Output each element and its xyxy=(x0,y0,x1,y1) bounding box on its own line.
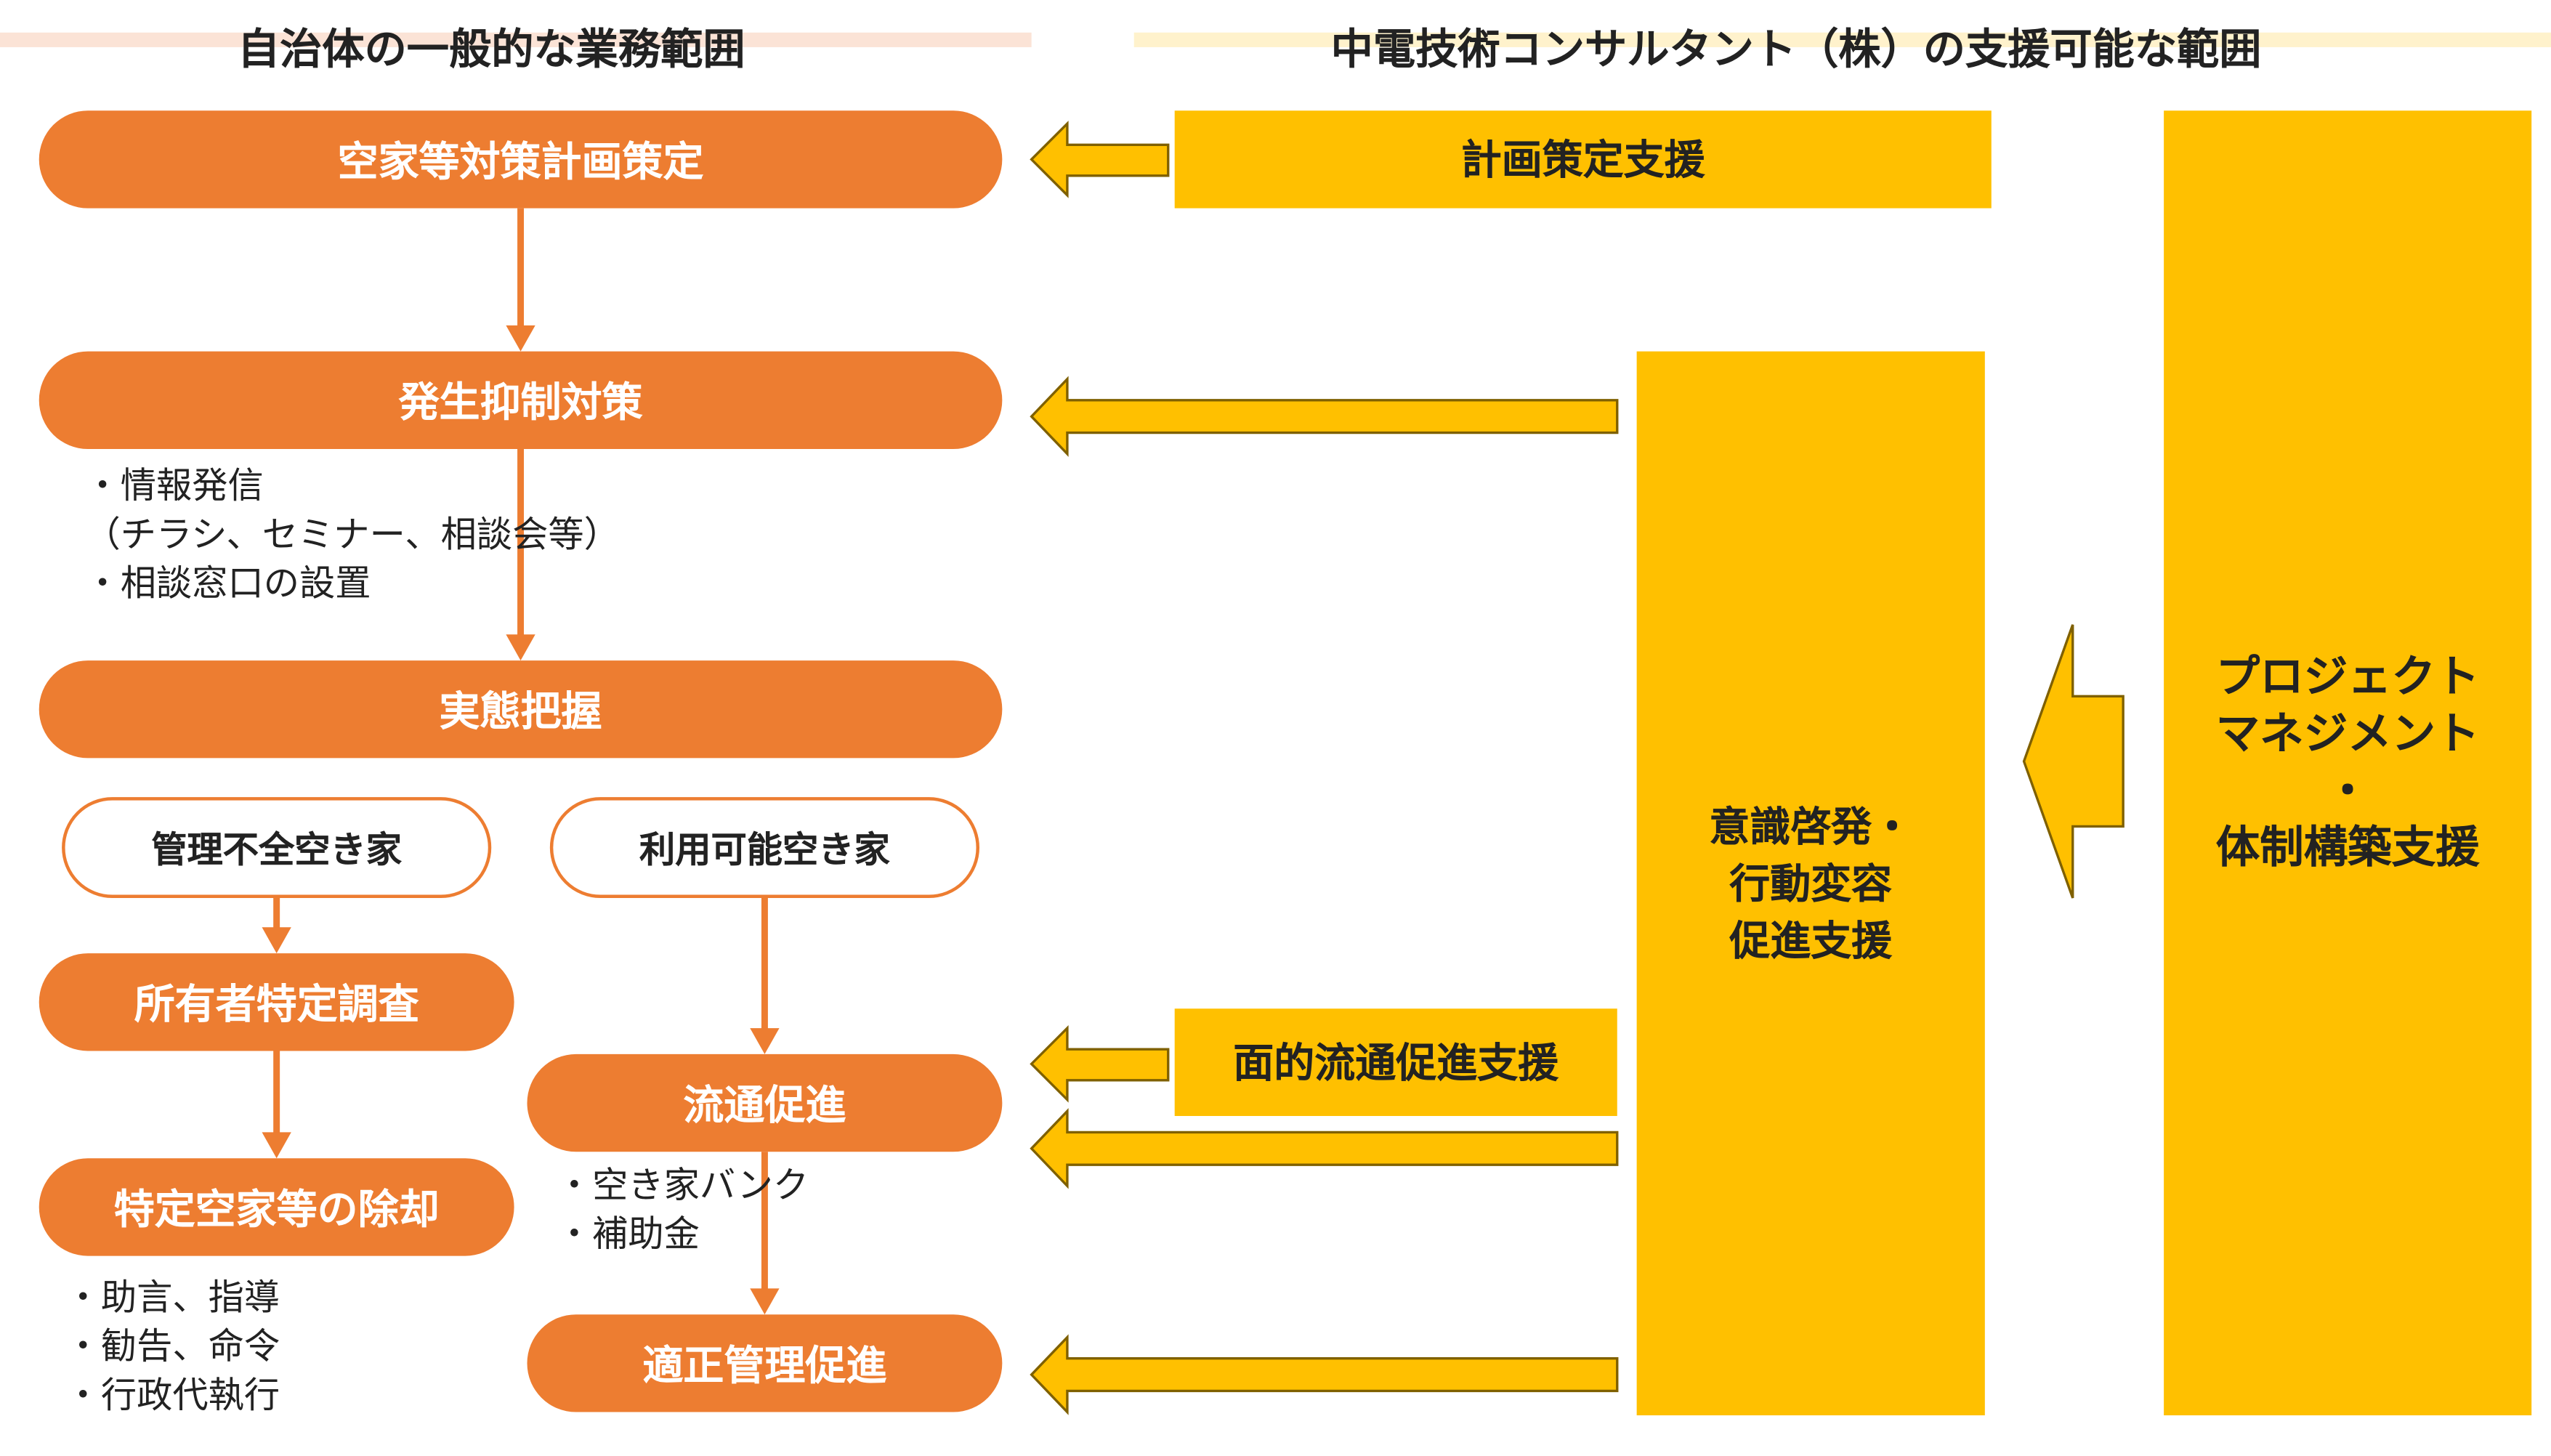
box-owner-id: 所有者特定調査 xyxy=(39,953,514,1051)
box-circulation: 流通促進 xyxy=(527,1053,1003,1152)
box-prevention: 発生抑制対策 xyxy=(39,351,1003,449)
box-branch-left: 管理不全空き家 xyxy=(62,797,492,898)
flow-arrow-prevention-to-survey xyxy=(506,448,535,661)
flow-arrow-plan-to-prevention xyxy=(506,208,535,352)
flow-arrow-owner-id-to-removal xyxy=(262,1051,291,1159)
header-right-title: 中電技術コンサルタント（株）の支援可能な範囲 xyxy=(1330,25,2262,75)
flow-arrow-to-circulation xyxy=(750,897,780,1054)
circulation-notes: ・空き家バンク ・補助金 xyxy=(557,1163,809,1261)
prevention-note-1: ・情報発信 xyxy=(84,466,264,508)
box-plan-support: 計画策定支援 xyxy=(1174,110,1992,209)
pm-line-2: マネジメント xyxy=(2215,709,2480,760)
circulation-note-1: ・空き家バンク xyxy=(556,1166,809,1208)
header-left-title: 自治体の一般的な業務範囲 xyxy=(237,25,745,75)
pm-line-1: プロジェクト xyxy=(2215,652,2480,703)
box-survey: 実態把握 xyxy=(39,660,1003,759)
flow-arrow-to-owner-id xyxy=(262,897,291,954)
removal-notes: ・助言、指導 ・勧告、命令 ・行政代執行 xyxy=(65,1275,280,1422)
header-right-bar xyxy=(1133,32,2551,47)
flow-arrow-circulation-to-management xyxy=(750,1152,780,1315)
header-left-bar xyxy=(0,32,1032,47)
box-removal: 特定空家等の除却 xyxy=(39,1158,514,1256)
box-plan: 空家等対策計画策定 xyxy=(39,110,1003,209)
circulation-note-2: ・補助金 xyxy=(556,1215,700,1256)
pm-line-3: ・ xyxy=(2325,766,2370,817)
removal-note-1: ・助言、指導 xyxy=(65,1278,280,1319)
prevention-note-3: ・相談窓口の設置 xyxy=(84,564,371,605)
removal-note-2: ・勧告、命令 xyxy=(65,1327,280,1369)
box-branch-right: 利用可能空き家 xyxy=(549,797,979,898)
box-area-circulation-support: 面的流通促進支援 xyxy=(1174,1008,1617,1117)
removal-note-3: ・行政代執行 xyxy=(65,1376,280,1417)
prevention-notes: ・情報発信 （チラシ、セミナー、相談会等） ・相談窓口の設置 xyxy=(84,464,619,610)
awareness-line-2: 行動変容 xyxy=(1729,860,1893,907)
prevention-note-2: （チラシ、セミナー、相談会等） xyxy=(84,515,620,557)
pm-line-4: 体制構築支援 xyxy=(2215,823,2480,874)
box-pm-support: プロジェクト マネジメント ・ 体制構築支援 xyxy=(2164,110,2532,1416)
awareness-line-1: 意識啓発・ xyxy=(1709,802,1913,850)
box-awareness-support: 意識啓発・ 行動変容 促進支援 xyxy=(1636,351,1985,1416)
box-management: 適正管理促進 xyxy=(527,1314,1003,1412)
awareness-line-3: 促進支援 xyxy=(1729,916,1893,964)
